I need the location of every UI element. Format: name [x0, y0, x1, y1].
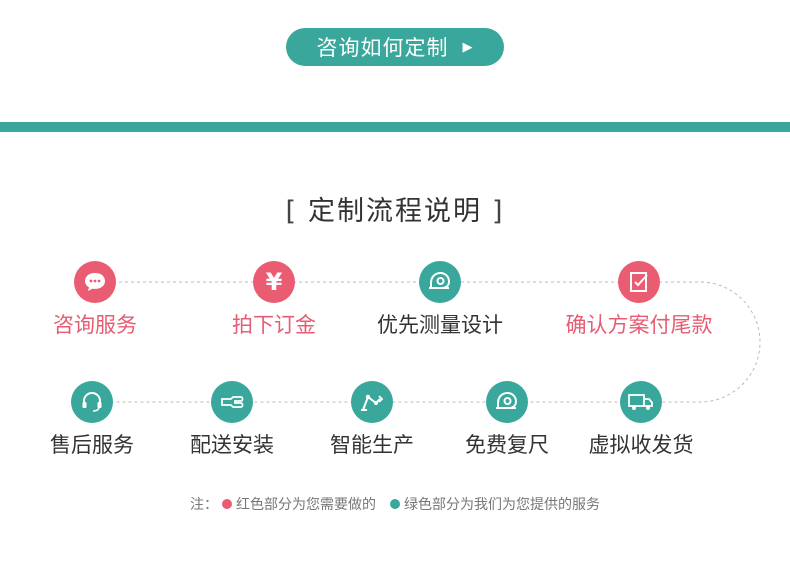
legend-note: 注： 红色部分为您需要做的 绿色部分为我们为您提供的服务	[0, 494, 790, 514]
title-bracket-right: ]	[492, 196, 505, 227]
title-bracket-left: [	[285, 196, 298, 227]
consult-button-label: 咨询如何定制	[316, 36, 449, 60]
step-label: 拍下订金	[232, 313, 316, 337]
step-consult-service: 咨询服务	[5, 261, 185, 339]
step-smart-production: 智能生产	[282, 381, 462, 459]
step-label: 确认方案付尾款	[565, 313, 713, 337]
legend-red-text: 红色部分为您需要做的	[236, 497, 376, 513]
step-label: 免费复尺	[465, 433, 549, 457]
chat-bubble-icon	[74, 261, 116, 303]
consult-customization-button[interactable]: 咨询如何定制 ▶	[286, 28, 504, 66]
wrench-icon	[211, 381, 253, 423]
step-delivery-install: 配送安装	[142, 381, 322, 459]
yen-icon: ¥	[253, 261, 295, 303]
teal-dot-icon	[390, 499, 400, 509]
step-virtual-shipping: 虚拟收发货	[551, 381, 731, 459]
step-measure-design: 优先测量设计	[350, 261, 530, 339]
step-label: 虚拟收发货	[588, 433, 694, 457]
step-label: 售后服务	[50, 433, 134, 457]
step-label: 优先测量设计	[377, 313, 503, 337]
step-pay-deposit: ¥ 拍下订金	[184, 261, 364, 339]
robot-arm-icon	[351, 381, 393, 423]
step-free-remeasure: 免费复尺	[417, 381, 597, 459]
step-label: 咨询服务	[53, 313, 137, 337]
play-arrow-icon: ▶	[462, 39, 474, 55]
red-dot-icon	[222, 499, 232, 509]
step-label: 智能生产	[330, 433, 414, 457]
legend-prefix: 注：	[190, 497, 218, 513]
step-label: 配送安装	[190, 433, 274, 457]
section-title: [ 定制流程说明]	[0, 189, 790, 228]
headset-icon	[71, 381, 113, 423]
delivery-truck-icon	[620, 381, 662, 423]
legend-teal-text: 绿色部分为我们为您提供的服务	[404, 497, 600, 513]
tape-measure-icon	[486, 381, 528, 423]
step-confirm-pay-balance: 确认方案付尾款	[549, 261, 729, 339]
title-text: 定制流程说明	[308, 196, 482, 227]
divider-bar	[0, 122, 790, 132]
checklist-icon	[618, 261, 660, 303]
tape-measure-icon	[419, 261, 461, 303]
step-after-sales: 售后服务	[2, 381, 182, 459]
